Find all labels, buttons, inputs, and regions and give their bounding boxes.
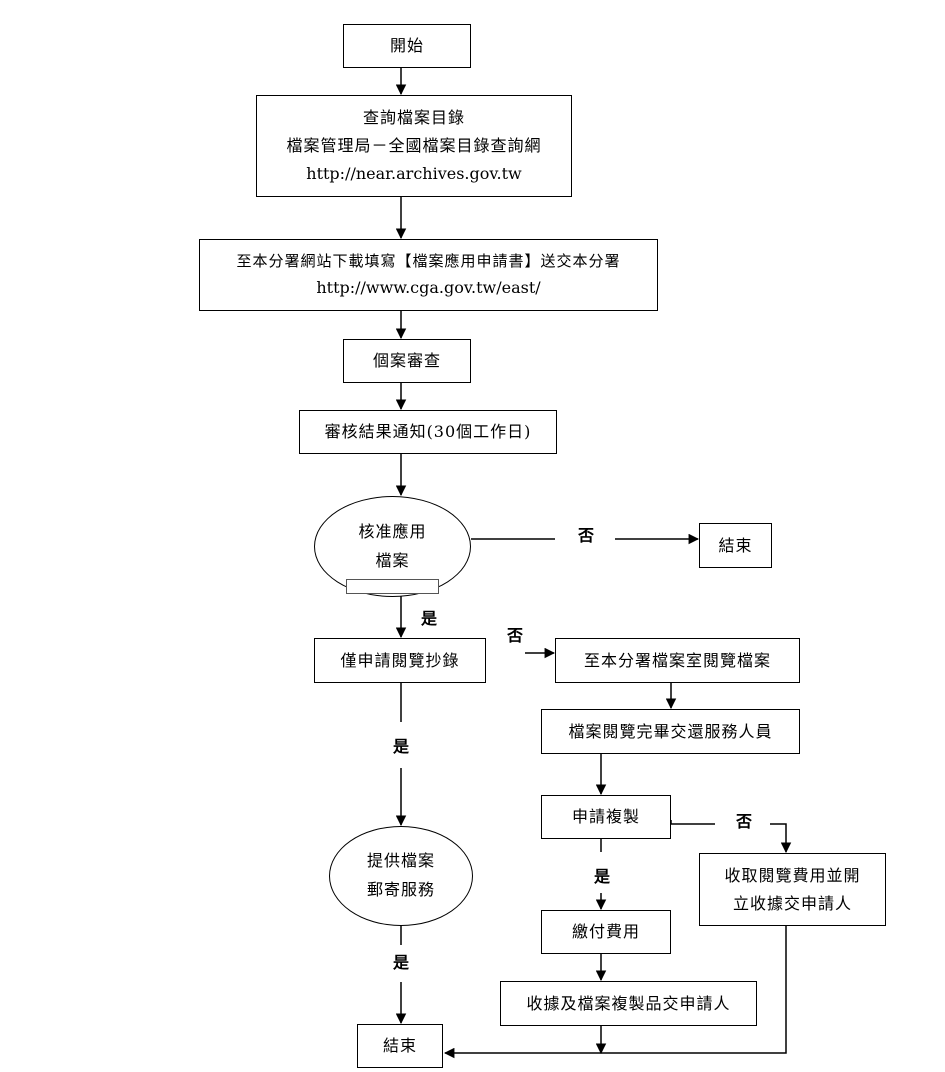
deliver-copies-label: 收據及檔案複製品交申請人 [526, 993, 731, 1013]
approve-overlay-bar [346, 579, 439, 594]
read-at-office-node: 至本分署檔案室閱覽檔案 [555, 638, 800, 683]
label-approve-no: 否 [576, 526, 597, 545]
label-copy-no: 否 [734, 812, 755, 831]
label-approve-yes: 是 [419, 609, 440, 628]
query-line1: 查詢檔案目錄 [362, 108, 465, 127]
mail-service-line1: 提供檔案 [366, 851, 435, 871]
label-readonly-no: 否 [505, 626, 526, 645]
approve-line1: 核准應用 [358, 521, 427, 541]
review-node: 個案審查 [343, 339, 471, 383]
notify-node: 審核結果通知(30個工作日) [299, 410, 557, 454]
arrow-fee-to-end [443, 925, 787, 1059]
query-line2: 檔案管理局－全國檔案目錄查詢網 [286, 136, 542, 155]
end-top-node: 結束 [699, 523, 772, 568]
download-url: http://www.cga.gov.tw/east/ [316, 278, 541, 298]
read-only-node: 僅申請閱覽抄錄 [314, 638, 486, 683]
read-only-label: 僅申請閱覽抄錄 [340, 650, 460, 670]
query-node: 查詢檔案目錄 檔案管理局－全國檔案目錄查詢網 http://near.archi… [256, 95, 572, 197]
pay-fee-node: 繳付費用 [541, 910, 671, 954]
end-bottom-label: 結束 [382, 1036, 417, 1055]
fee-receipt-line1: 收取閱覽費用並開 [724, 865, 861, 885]
read-at-office-label: 至本分署檔案室閱覽檔案 [583, 650, 771, 670]
notify-label: 審核結果通知(30個工作日) [324, 422, 532, 441]
label-copy-yes: 是 [592, 867, 613, 886]
approve-line2: 檔案 [375, 550, 410, 570]
query-url: http://near.archives.gov.tw [306, 164, 522, 183]
download-line1: 至本分署網站下載填寫【檔案應用申請書】送交本分署 [236, 251, 621, 270]
return-staff-node: 檔案閱覽完畢交還服務人員 [541, 709, 800, 754]
return-staff-label: 檔案閱覽完畢交還服務人員 [568, 721, 773, 741]
fee-receipt-line2: 立收據交申請人 [732, 893, 852, 913]
start-node: 開始 [343, 24, 471, 68]
end-top-label: 結束 [718, 535, 753, 555]
start-label: 開始 [389, 36, 424, 55]
fee-receipt-node: 收取閱覽費用並開 立收據交申請人 [699, 853, 886, 926]
deliver-copies-node: 收據及檔案複製品交申請人 [500, 981, 757, 1026]
mail-service-node: 提供檔案 郵寄服務 [329, 826, 473, 926]
pay-fee-label: 繳付費用 [571, 922, 640, 941]
label-mail-yes: 是 [391, 953, 412, 972]
arrow-copy-no-to-fee [770, 823, 792, 854]
end-bottom-node: 結束 [357, 1024, 443, 1068]
apply-copy-label: 申請複製 [571, 807, 640, 826]
line-copy-no-a [670, 820, 715, 825]
download-node: 至本分署網站下載填寫【檔案應用申請書】送交本分署 http://www.cga.… [199, 239, 658, 311]
review-label: 個案審查 [372, 351, 441, 370]
mail-service-line2: 郵寄服務 [366, 880, 435, 899]
apply-copy-node: 申請複製 [541, 795, 671, 839]
label-readonly-yes: 是 [391, 737, 412, 756]
